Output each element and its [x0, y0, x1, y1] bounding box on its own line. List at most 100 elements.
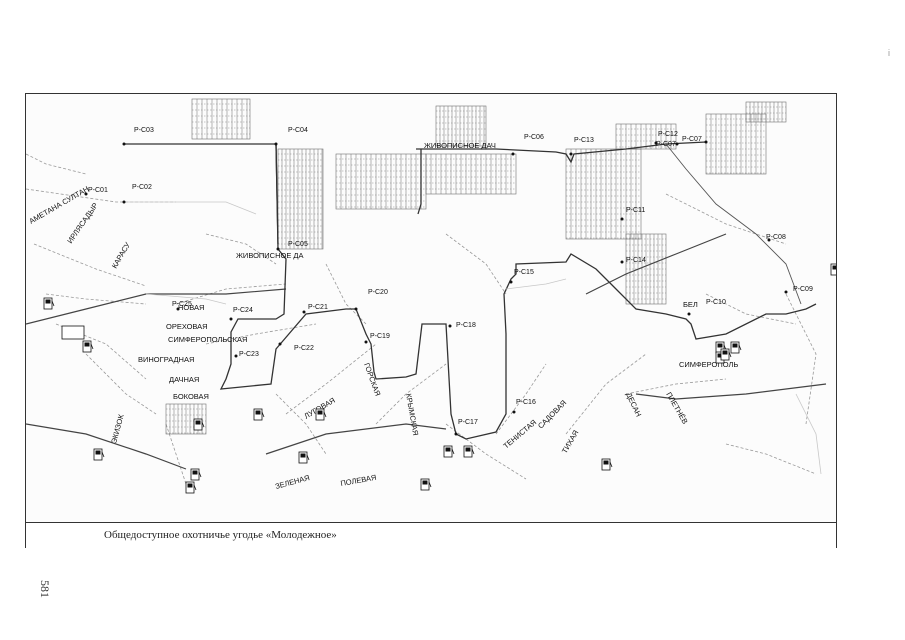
gas-station-hose: [451, 448, 455, 455]
gas-station-window: [603, 460, 609, 465]
boundary-point: [274, 142, 278, 146]
boundary-point: [687, 312, 691, 316]
place-label: ИРЛЯСАДЫР: [65, 201, 100, 245]
boundary-point: [509, 280, 513, 284]
gas-station-icon: [298, 451, 310, 464]
point-label: Р-С08: [766, 234, 786, 241]
boundary-point: [767, 238, 771, 242]
boundary-point: [234, 354, 238, 358]
gas-station-hose: [198, 471, 202, 478]
point-label: Р-С01: [88, 187, 108, 194]
gas-station-hose: [306, 454, 310, 461]
street-line: [205, 233, 277, 265]
residential-block: [625, 233, 667, 305]
street-line: [445, 233, 507, 295]
gas-station-window: [317, 410, 323, 415]
map-caption: Общедоступное охотничье угодье «Молодежн…: [104, 529, 337, 541]
boundary-point: [454, 432, 458, 436]
point-label: Р-С24: [233, 307, 253, 314]
point-label: Р-С02: [132, 184, 152, 191]
point-label: Р-С18: [456, 322, 476, 329]
gas-station-icon: [720, 348, 732, 361]
point-label: Р-С09: [793, 286, 813, 293]
place-label: КРЫМСКАЯ: [404, 393, 420, 436]
edge-mark: і: [888, 48, 890, 58]
residential-block: [191, 98, 251, 140]
place-label: ЭКИЗОК: [109, 413, 126, 445]
point-label: Р-С17: [458, 419, 478, 426]
boundary-point: [176, 307, 180, 311]
gas-station-window: [195, 420, 201, 425]
boundary-point: [448, 324, 452, 328]
gas-station-icon: [601, 458, 613, 471]
street-line: [375, 363, 447, 425]
hunting-boundary: [124, 143, 817, 440]
gas-station-hose: [738, 344, 742, 351]
point-label: Р-С12: [658, 131, 678, 138]
route-line: [795, 393, 822, 475]
boundary-point: [354, 307, 358, 311]
boundary-point: [84, 192, 88, 196]
place-label: НОВАЯ: [178, 303, 204, 312]
place-label: ПОЛЕВАЯ: [340, 473, 377, 488]
street-line: [625, 378, 727, 395]
residential-block: [615, 123, 677, 150]
hunting-boundary: [416, 141, 707, 164]
boundary-point: [364, 340, 368, 344]
gas-station-icon: [93, 448, 105, 461]
street-line: [325, 263, 367, 325]
gas-station-window: [84, 342, 90, 347]
gas-station-icon: [463, 445, 475, 458]
place-label: КАРАСУ: [110, 240, 132, 270]
boundary-point: [784, 290, 788, 294]
gas-station-icon: [730, 341, 742, 354]
street-line: [26, 153, 87, 175]
residential-block: [705, 113, 767, 175]
place-label: СИМФЕРОПОЛЬСКАЯ: [168, 335, 247, 344]
gas-station-icon: [82, 340, 94, 353]
point-label: Р-С25: [172, 301, 192, 308]
gas-station-window: [832, 265, 836, 270]
boundary-point: [229, 317, 233, 321]
point-label: Р-С04: [288, 127, 308, 134]
gas-station-icon: [420, 478, 432, 491]
residential-block-frame: [191, 98, 251, 140]
boundary-point: [512, 410, 516, 414]
point-label: Р-С05: [288, 241, 308, 248]
caption-bar: Общедоступное охотничье угодье «Молодежн…: [26, 522, 836, 548]
boundary-point: [278, 342, 282, 346]
gas-station-window: [300, 453, 306, 458]
boundary-point: [122, 200, 126, 204]
gas-station-hose: [609, 461, 613, 468]
point-label: Р-С13: [574, 137, 594, 144]
gas-station-icon: [443, 445, 455, 458]
gas-station-icon: [193, 418, 205, 431]
street-line: [33, 243, 147, 287]
street-line: [205, 323, 317, 345]
boundary-point: [620, 217, 624, 221]
place-label: ДАЧНАЯ: [169, 375, 199, 384]
residential-block-frame: [435, 105, 487, 147]
hunting-boundary: [417, 149, 422, 215]
boundary-point: [704, 140, 708, 144]
point-label: Р-С22: [294, 345, 314, 352]
street-line: [445, 423, 527, 480]
road-line: [635, 383, 827, 400]
boundary-point: [675, 142, 679, 146]
boundary-point: [276, 247, 280, 251]
point-label: Р-С10: [706, 299, 726, 306]
residential-block: [425, 153, 517, 195]
point-label: Р-С06: [524, 134, 544, 141]
point-label: Р-С03: [134, 127, 154, 134]
place-label: ВИНОГРАДНАЯ: [138, 355, 194, 364]
residential-block: [335, 153, 427, 210]
boundary-point: [511, 152, 515, 156]
gas-station-hose: [261, 411, 265, 418]
road-line: [585, 233, 727, 295]
street-line: [285, 343, 377, 415]
boundary-point: [302, 310, 306, 314]
place-label: САДОВАЯ: [536, 398, 568, 430]
gas-station-window: [717, 343, 723, 348]
place-label: ПЛЕТНЁВ: [664, 391, 689, 426]
